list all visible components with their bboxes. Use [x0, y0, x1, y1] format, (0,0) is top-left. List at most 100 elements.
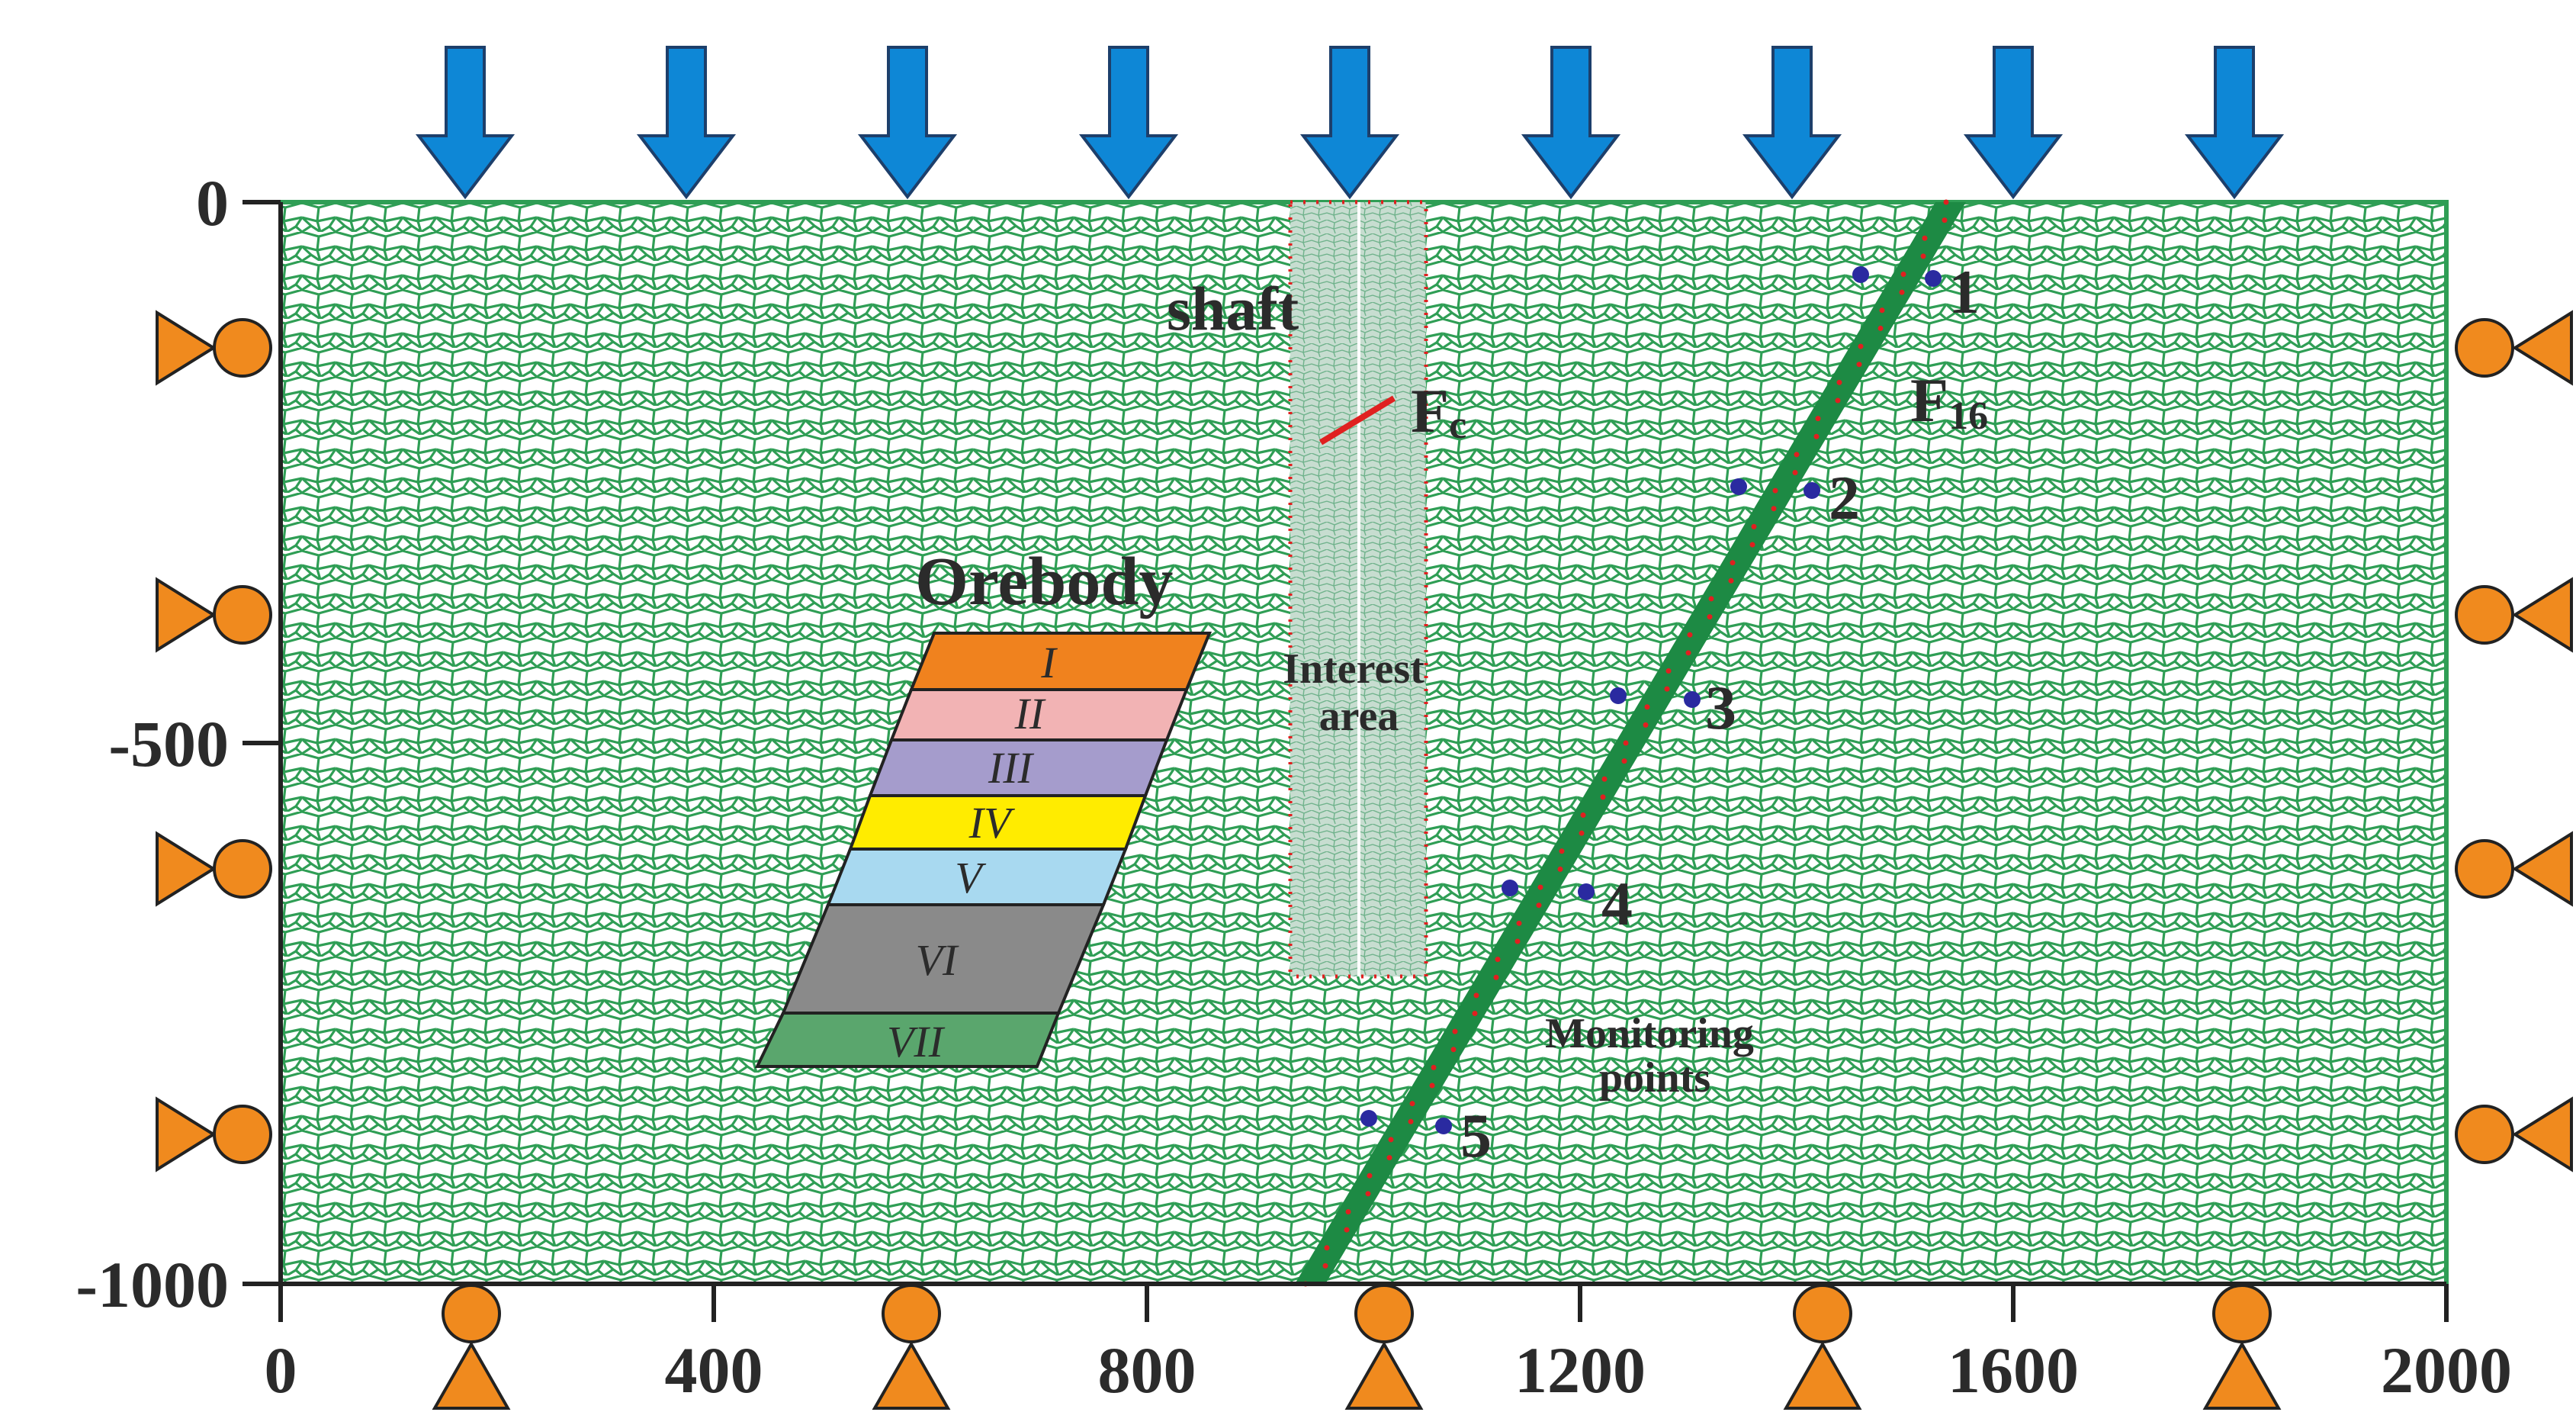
orebody-layer-label: IV — [968, 798, 1016, 848]
fault-dot — [1942, 217, 1948, 224]
roller-support — [1783, 1284, 1862, 1410]
load-arrow — [1521, 46, 1621, 200]
roller-support — [156, 831, 272, 907]
right-supports — [2455, 310, 2573, 1172]
fault-dot — [1708, 596, 1714, 602]
bottom-supports — [432, 1284, 2282, 1410]
roller-support — [2455, 831, 2573, 907]
fault-dot — [1815, 416, 1821, 422]
fault-dot — [1367, 1172, 1373, 1179]
monitoring-point — [1804, 482, 1820, 499]
fault-dot — [1856, 362, 1862, 368]
orebody-layer-7 — [754, 1012, 1061, 1068]
shaft-label: shaft — [1167, 274, 1299, 343]
orebody-layer-label: II — [1014, 689, 1046, 738]
fault-dot — [1472, 1011, 1478, 1016]
interest-area-label: Interest area — [1283, 645, 1435, 740]
monitoring-point — [1925, 270, 1942, 287]
fault-dot — [1835, 397, 1841, 404]
x-tick-label: 1200 — [1514, 1333, 1646, 1407]
orebody-title: Orebody — [915, 544, 1173, 619]
fault-dot — [1664, 686, 1670, 692]
monitoring-point — [1502, 880, 1518, 896]
monitoring-points-label: Monitoring points — [1545, 1010, 1765, 1102]
fault-dot — [1877, 325, 1884, 331]
x-tick-label: 2000 — [2381, 1333, 2512, 1407]
monitoring-point-number: 3 — [1705, 673, 1736, 742]
orebody-layer-label: VII — [887, 1017, 946, 1066]
roller-support — [156, 310, 272, 386]
fault-dot — [1365, 1191, 1371, 1197]
fault-force-label: Fc — [1411, 376, 1466, 447]
roller-support — [156, 577, 272, 653]
x-tick-label: 0 — [265, 1333, 297, 1407]
roller-support — [872, 1284, 951, 1410]
fault-dot — [1900, 272, 1906, 278]
fault-dot — [1600, 794, 1606, 800]
fault-dot — [1473, 992, 1479, 999]
fault-dot — [1431, 1064, 1437, 1070]
monitoring-point-number: 4 — [1601, 869, 1633, 938]
fault-dot — [1559, 848, 1565, 854]
fault-dot — [1388, 1137, 1394, 1143]
orebody-layer-1 — [909, 632, 1212, 691]
roller-support — [156, 1096, 272, 1172]
fault-dot — [1813, 433, 1820, 439]
fault-dot — [1452, 1028, 1458, 1034]
roller-support — [1344, 1284, 1424, 1410]
y-tick-label: -500 — [108, 707, 229, 780]
fault-dot — [1514, 938, 1521, 944]
fault-dot — [1858, 343, 1864, 349]
load-arrow — [1299, 46, 1400, 200]
fault-dot — [1899, 289, 1905, 295]
roller-support — [2455, 310, 2573, 386]
load-arrow — [415, 46, 516, 200]
roller-support — [2455, 1096, 2573, 1172]
roller-support — [432, 1284, 511, 1410]
orebody: I II III IV V VI VII — [754, 632, 1212, 1068]
y-tick-label: -1000 — [75, 1248, 229, 1321]
fault-dot — [1794, 452, 1800, 458]
left-supports — [156, 310, 272, 1172]
x-tick-label: 1600 — [1948, 1333, 2079, 1407]
fault-dot — [1493, 974, 1499, 980]
fault-dot — [1751, 523, 1757, 529]
fault-dot — [1730, 560, 1736, 566]
fault-dot — [1536, 902, 1542, 909]
fault-dot — [1345, 1208, 1351, 1214]
fault-dot — [1920, 253, 1926, 259]
fault-dot — [1322, 1263, 1328, 1269]
monitoring-point-number: 2 — [1829, 463, 1860, 532]
monitoring-point — [1684, 691, 1701, 708]
load-arrow — [1078, 46, 1179, 200]
fault-dot — [1324, 1245, 1330, 1251]
fault-band — [1295, 202, 1966, 1284]
fault-dot — [1707, 614, 1713, 620]
monitoring-point — [1578, 883, 1595, 900]
monitoring-point — [1730, 478, 1747, 495]
x-tick-label: 800 — [1098, 1333, 1196, 1407]
fault-force-line — [1319, 395, 1396, 446]
fault-dots — [1302, 199, 1949, 1287]
fault-dot — [1580, 812, 1586, 819]
fault-dot — [1601, 776, 1608, 782]
fault-dot — [1771, 506, 1777, 512]
roller-support — [2455, 577, 2573, 653]
fault-dot — [1386, 1155, 1392, 1161]
monitoring-point-number: 1 — [1948, 257, 1980, 326]
fault-dot — [1749, 542, 1755, 548]
fault-dot — [1792, 470, 1798, 475]
orebody-layer-label: III — [988, 743, 1035, 793]
fault-dot — [1557, 866, 1563, 872]
fault-dot — [1344, 1227, 1350, 1233]
fault-dot — [1685, 650, 1691, 656]
fault-dot — [1408, 1118, 1414, 1124]
fault-dot — [1644, 704, 1650, 710]
orebody-layer-label: VI — [916, 935, 959, 985]
load-arrow — [1742, 46, 1842, 200]
load-arrow — [1963, 46, 2064, 200]
monitoring-point — [1435, 1118, 1452, 1134]
fault-dot — [1687, 632, 1693, 638]
orebody-layer-label: I — [1040, 638, 1058, 687]
